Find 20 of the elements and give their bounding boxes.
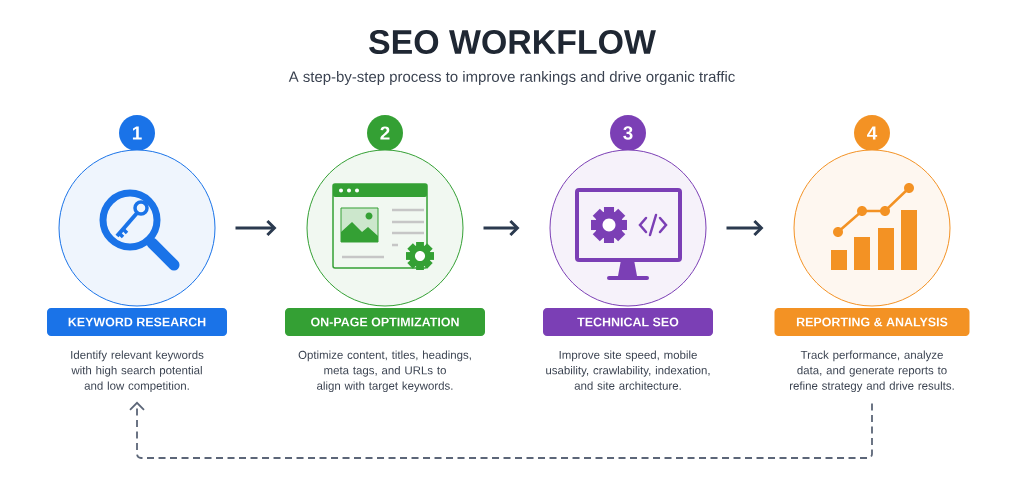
step-number-badge: 1 [119, 115, 155, 151]
step-description: Identify relevant keywords with high search potential and low competition. [71, 350, 204, 393]
step-label-box: KEYWORD RESEARCH [47, 308, 227, 336]
subtitle: A step-by-step process to improve rankings and drive organic traffic [288, 71, 735, 85]
step-label-box: REPORTING & ANALYSIS [774, 308, 970, 336]
arrow [726, 219, 764, 237]
arrow [235, 219, 277, 237]
step-number-badge: 2 [367, 115, 403, 151]
step-description: Track performance, analyze data, and generate reports to refine strategy and drive results. [790, 350, 954, 393]
step-number-badge: 3 [610, 115, 646, 151]
step-circle [549, 149, 707, 307]
step-circle [58, 149, 216, 307]
step-label-box: TECHNICAL SEO [543, 308, 713, 336]
arrow [129, 401, 873, 459]
step-description: Optimize content, titles, headings, meta tags, and URLs to align with target keywords. [298, 350, 471, 393]
step-label-box: ON-PAGE OPTIMIZATION [285, 308, 485, 336]
step-number-badge: 4 [854, 115, 890, 151]
title: SEO WORKFLOW [369, 30, 656, 54]
arrow [483, 219, 520, 237]
step-description: Improve site speed, mobile usability, crawlability, indexation, and site architecture. [546, 350, 710, 390]
